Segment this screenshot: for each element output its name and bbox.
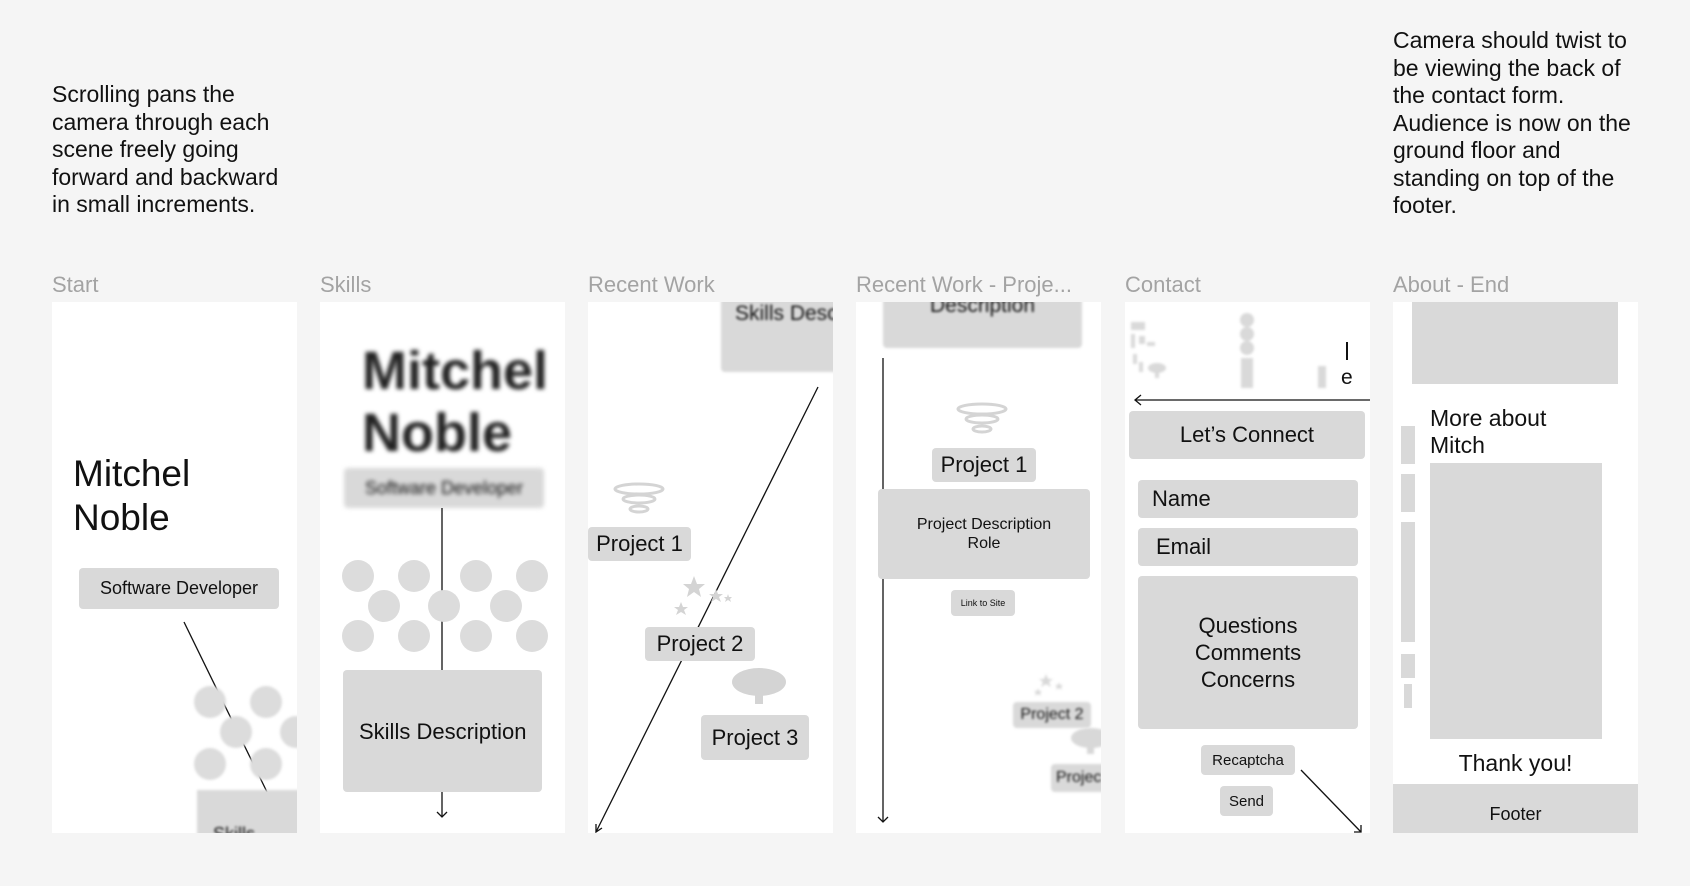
skill-bubble [194,748,226,780]
camera-path-line [595,386,819,833]
project-2-card[interactable]: Project 2 [1013,702,1091,728]
email-field[interactable]: Email [1138,528,1358,566]
side-bar [1401,474,1415,512]
tornado-icon [956,402,1008,434]
name-field[interactable]: Name [1138,480,1358,518]
side-bar [1401,426,1415,464]
role-badge-blurred: Software Developer [344,468,544,508]
project-1-card[interactable]: Project 1 [588,527,691,561]
footer: Footer [1393,784,1638,833]
project-3-card[interactable]: Project 3 [701,715,809,760]
skill-bubble [194,686,226,718]
hero-name: Mitchel Noble [73,453,191,538]
skills-description-box: Skills Description [343,670,542,792]
skill-bubble [516,560,548,592]
scroll-note: Scrolling pans the camera through each s… [52,81,279,217]
background-scene-blurred [1131,313,1370,833]
skill-bubble [428,590,460,622]
frame-label-recent-work: Recent Work [588,272,715,297]
tornado-icon [613,482,665,514]
send-button[interactable]: Send [1220,786,1273,816]
project-1-title[interactable]: Project 1 [932,448,1036,482]
stars-icon [1034,674,1063,696]
frame-label-recent-work-project: Recent Work - Proje... [856,272,1072,297]
recaptcha-widget[interactable]: Recaptcha [1201,745,1295,775]
project-icons [613,482,786,704]
frame-label-skills: Skills [320,272,372,297]
side-bar [1401,654,1415,678]
skill-bubble [280,716,297,748]
thank-you-text: Thank you! [1458,750,1573,776]
mushroom-icon [732,668,786,704]
skill-bubble [398,620,430,652]
frame-contact: e Let’s Connect Name Email Questions Com… [1125,302,1370,833]
mushroom-icon [1071,728,1101,754]
camera-twist-note: Camera should twist to be viewing the ba… [1393,27,1631,218]
message-textarea[interactable]: Questions Comments Concerns [1138,576,1358,729]
frame-about-end: More about Mitch Thank you! Footer [1393,302,1638,833]
skill-bubble [516,620,548,652]
skill-bubble [250,748,282,780]
stars-icon [674,576,732,615]
frame-recent-work-project: Description Project 1 Project Descriptio… [856,302,1101,833]
skill-bubble [460,620,492,652]
skills-box-peek: Skills [197,790,297,833]
skill-bubble [368,590,400,622]
side-bar [1404,684,1412,708]
letter-peek: e [1341,366,1353,389]
lets-connect-heading: Let’s Connect [1129,411,1365,459]
project-description-card: Project Description Role [878,489,1090,579]
link-to-site-button[interactable]: Link to Site [951,590,1015,616]
camera-path-line [877,358,889,823]
frame-skills: Mitchel Noble Software Developer Skills … [320,302,565,833]
frame-recent-work: Skills Descripti Project 1 Project 2 Pro… [588,302,833,833]
skill-bubble [398,560,430,592]
skill-bubble [342,560,374,592]
hero-name-blurred: Mitchel Noble [362,341,549,463]
skill-bubble [490,590,522,622]
project-3-card-peek[interactable]: Projec [1051,764,1101,792]
project-icons [956,402,1101,754]
side-bar [1401,522,1415,642]
description-peek: Description [883,302,1082,348]
frame-start: Mitchel Noble Software Developer Skills [52,302,297,833]
skill-bubble [220,716,252,748]
skill-bubble [460,560,492,592]
frame-label-start: Start [52,272,99,297]
frame-label-contact: Contact [1125,272,1201,297]
skills-description-peek: Skills Descripti [721,302,833,372]
frame-label-about-end: About - End [1393,272,1510,297]
role-badge: Software Developer [79,568,279,609]
about-heading: More about Mitch [1430,405,1547,458]
skill-bubble [342,620,374,652]
contact-form-back [1412,302,1618,384]
project-2-card[interactable]: Project 2 [645,627,755,661]
skill-bubble [250,686,282,718]
about-image [1430,463,1602,739]
